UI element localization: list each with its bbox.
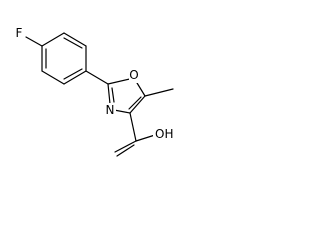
bond-carbonyl-inner [116, 144, 135, 157]
ring-nitrogen-label: N [106, 103, 115, 117]
bond-c-f [25, 36, 43, 47]
bond-ring-a5-a6 [41, 70, 65, 85]
fluorine-label-mask [13, 26, 25, 41]
carboxylic-acid-group [114, 112, 156, 157]
bond-c4-carboxyl [129, 112, 137, 142]
bond-c5-c4-inner [128, 96, 142, 110]
bond-ring-a2-a3 [63, 32, 87, 47]
atom-labels: F O N OH [13, 26, 175, 142]
fluorophenyl-ring [41, 32, 87, 85]
bond-n3-c2-inner [111, 87, 115, 103]
bond-c4-n3 [113, 109, 131, 114]
bond-c5-c4 [129, 95, 146, 114]
hydroxyl-label: OH [155, 127, 173, 141]
bond-ring-a4-a5-inner [63, 68, 83, 80]
bond-carboxyl-oh [135, 134, 156, 142]
bond-ring-a4-a5 [63, 70, 87, 85]
bond-c5-methyl [144, 88, 174, 97]
bond-ring-a1-a2 [41, 32, 65, 47]
hydroxyl-label-mask [153, 127, 175, 142]
bond-n3-c2 [107, 83, 111, 105]
chemical-structure: F O N OH [13, 26, 175, 157]
ring-oxygen-label: O [129, 68, 138, 82]
bond-ring-a2-a3-inner [63, 37, 83, 49]
bond-carbonyl-outer [114, 140, 137, 153]
bond-aryl-oxazole [85, 70, 109, 85]
fluorine-label: F [16, 26, 23, 40]
ring-oxygen-label-mask [129, 68, 140, 83]
ring-nitrogen-label-mask [104, 103, 116, 118]
